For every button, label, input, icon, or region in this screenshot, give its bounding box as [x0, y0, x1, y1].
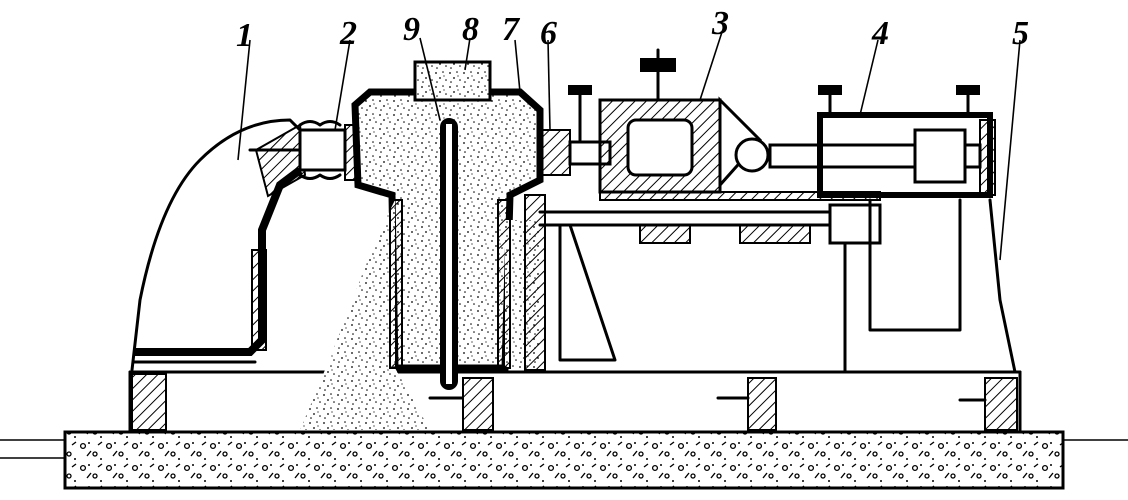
foundation	[0, 430, 1128, 490]
rod-9	[440, 118, 458, 390]
label-9: 9	[403, 11, 420, 48]
label-7: 7	[502, 11, 521, 48]
label-2: 2	[339, 15, 357, 52]
stand-5	[538, 191, 1017, 374]
label-5: 5	[1012, 15, 1029, 52]
label-1: 1	[236, 17, 253, 54]
label-3: 3	[711, 5, 729, 42]
base-frame	[128, 370, 1022, 434]
chuck-3	[598, 48, 770, 194]
label-4: 4	[871, 15, 889, 52]
label-6: 6	[540, 15, 557, 52]
cylinder-4	[768, 85, 996, 198]
housing-1	[130, 118, 307, 372]
leader-lines	[237, 31, 1021, 261]
coupling-2	[248, 120, 360, 181]
label-8: 8	[462, 11, 479, 48]
